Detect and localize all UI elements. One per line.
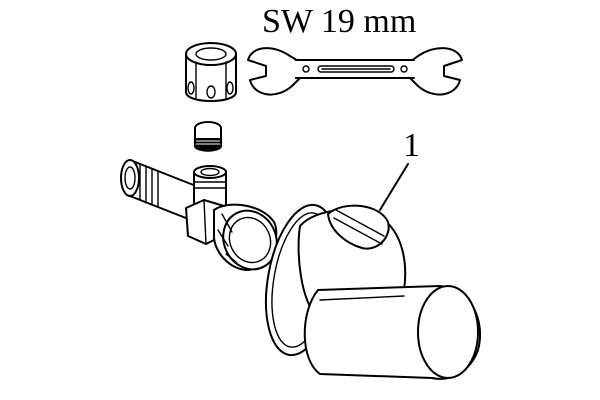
escutcheon-fitting-icon [265, 203, 481, 380]
part-number-label: 1 [403, 127, 420, 164]
angle-valve-icon [120, 159, 278, 271]
wrench-size-label: SW 19 mm [262, 3, 417, 40]
wrench-icon [247, 47, 463, 96]
callout-leader-line [379, 163, 409, 211]
compression-ring-icon [194, 121, 222, 152]
cap-nut-icon [185, 42, 237, 102]
